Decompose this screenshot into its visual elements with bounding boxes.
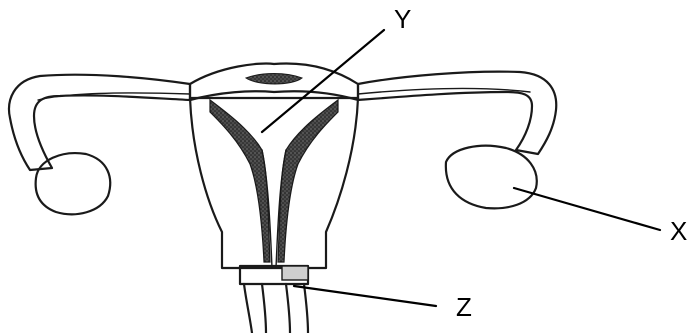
right-ovary: [446, 146, 537, 209]
label-y: Y: [394, 4, 411, 34]
vagina: [244, 284, 308, 333]
label-x: X: [670, 216, 687, 246]
endometrium-lining: [210, 100, 338, 262]
left-ovary: [36, 153, 111, 214]
label-z-leader: [294, 286, 436, 306]
right-fallopian-tube: [358, 72, 556, 154]
label-z: Z: [456, 292, 472, 322]
uterus-body: [190, 98, 358, 268]
left-fallopian-tube: [9, 75, 190, 170]
label-x-leader: [514, 188, 660, 230]
uterus-fundus: [190, 64, 358, 100]
